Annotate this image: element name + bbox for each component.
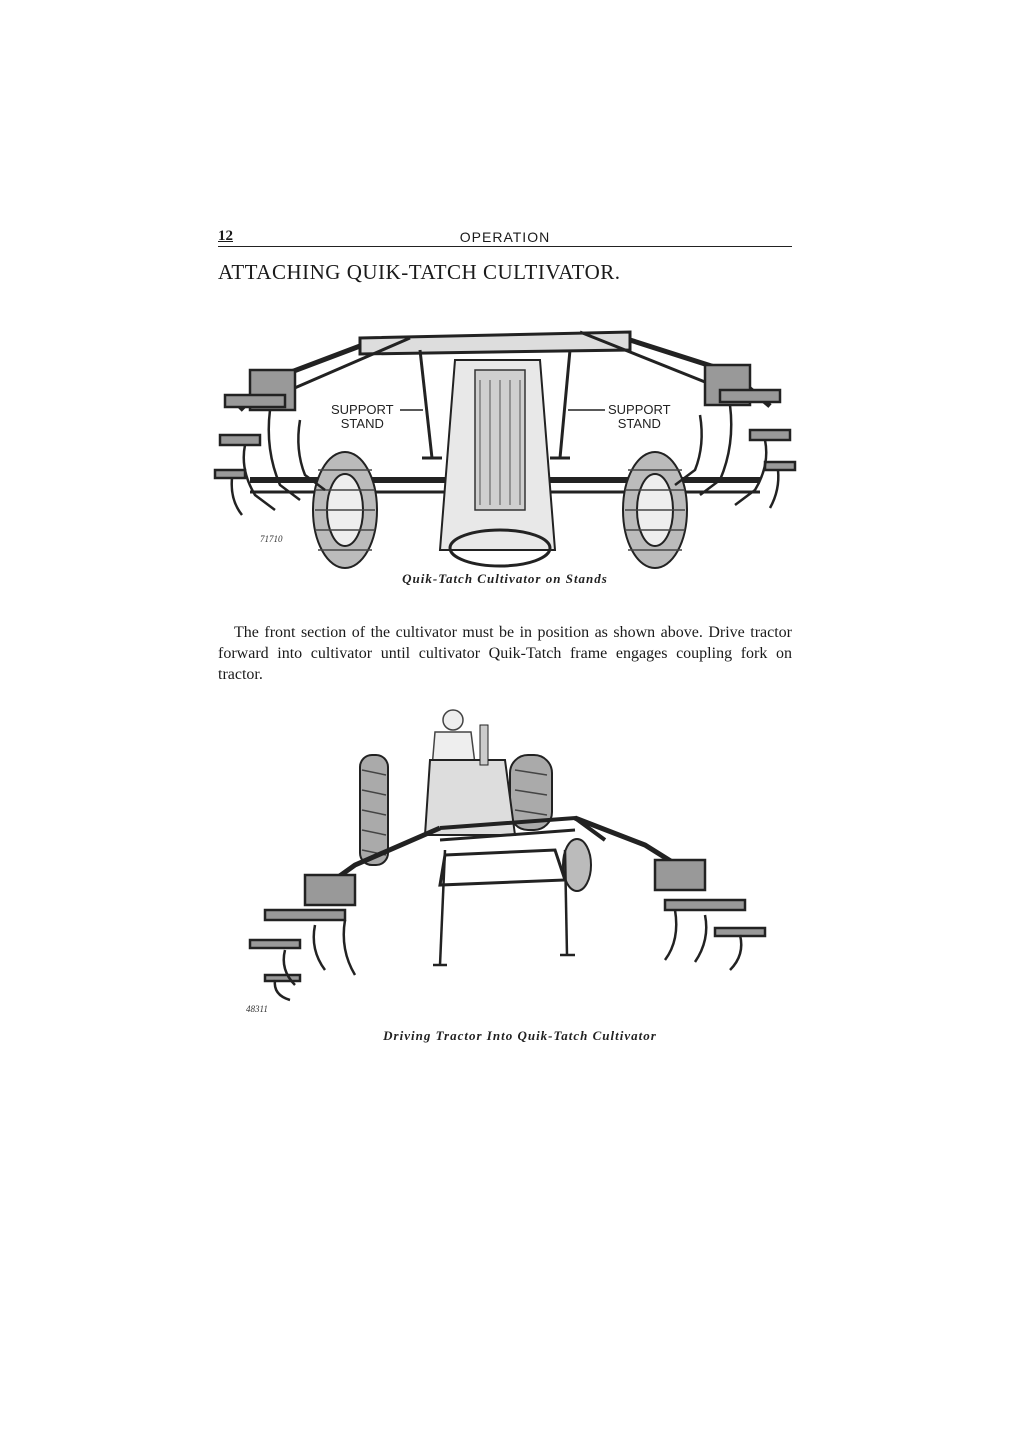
driving-tractor-illustration xyxy=(248,709,767,1002)
figure2-caption: Driving Tractor Into Quik-Tatch Cultivat… xyxy=(383,1028,657,1043)
figure2-number: 48311 xyxy=(246,1004,268,1014)
callout-left-line2: STAND xyxy=(340,416,384,431)
figure1-caption: Quik-Tatch Cultivator on Stands xyxy=(402,571,608,586)
page-heading: ATTACHING QUIK-TATCH CULTIVATOR. xyxy=(218,260,621,284)
callout-right-line2: STAND xyxy=(617,416,661,431)
figure1-number: 71710 xyxy=(260,534,283,544)
support-stand-callout-right: SUPPORT STAND xyxy=(606,403,673,431)
support-stand-callout-left: SUPPORT STAND xyxy=(329,403,396,431)
header-rule xyxy=(218,246,792,247)
cultivator-on-stands-illustration xyxy=(213,330,797,569)
page-number: 12 xyxy=(218,228,233,244)
callout-left-line1: SUPPORT xyxy=(331,402,394,417)
callout-right-line1: SUPPORT xyxy=(608,402,671,417)
section-label: OPERATION xyxy=(459,229,551,245)
body-paragraph: The front section of the cultivator must… xyxy=(218,624,792,683)
